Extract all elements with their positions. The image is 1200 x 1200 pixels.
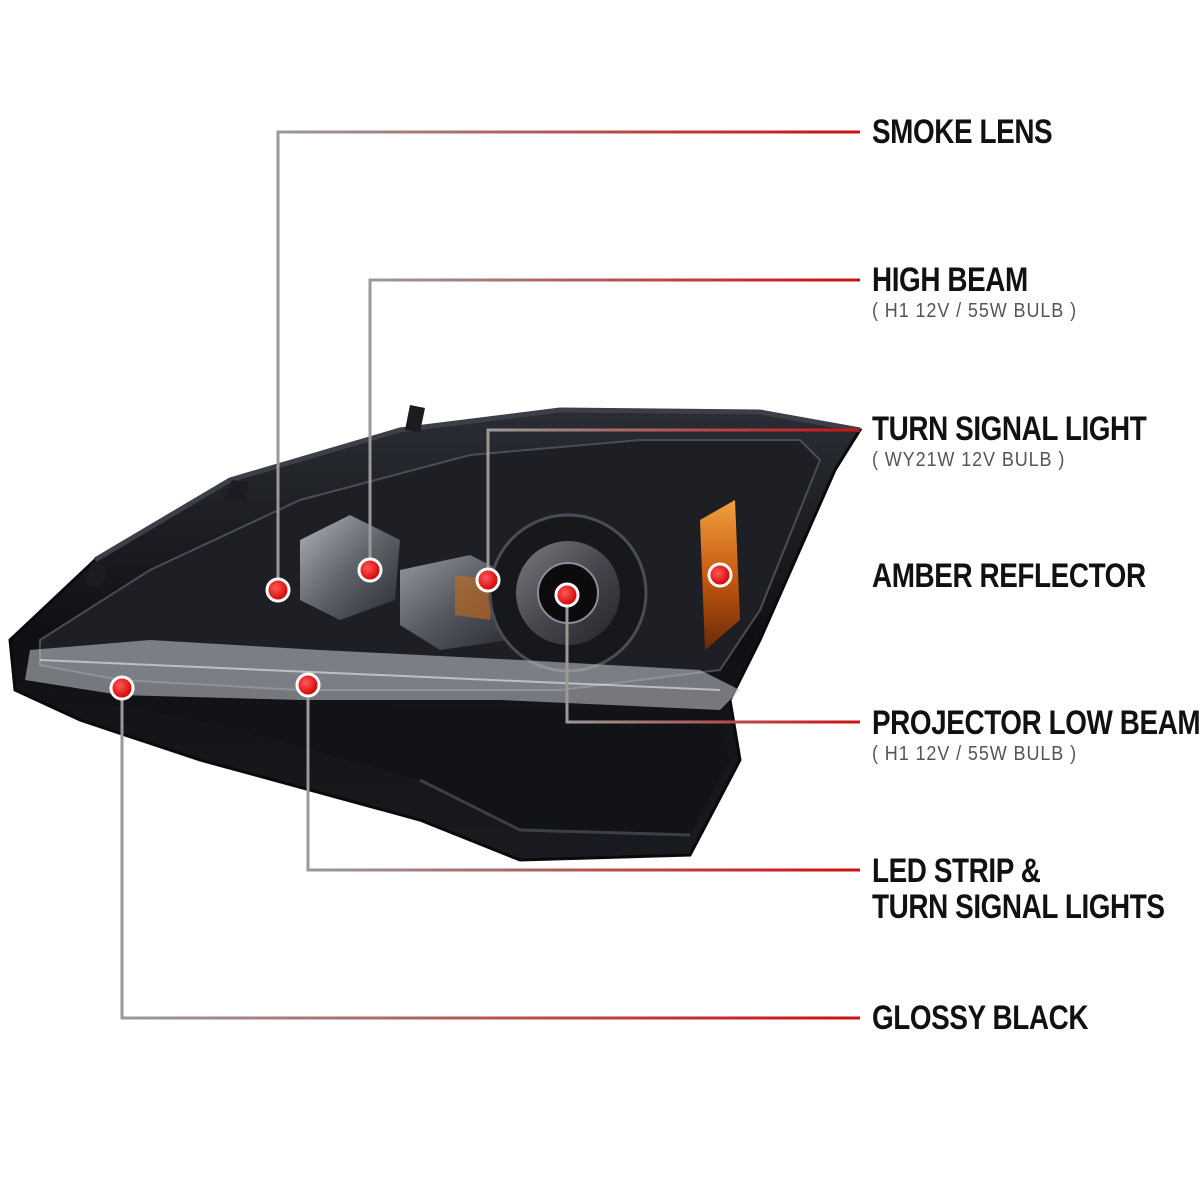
label-glossy-black: GLOSSY BLACK	[872, 1000, 1136, 1036]
label-led-strip-line1: LED STRIP &	[872, 852, 1041, 890]
dot-led-strip	[295, 672, 321, 698]
dot-projector-low-beam	[554, 582, 580, 608]
label-glossy-black-title: GLOSSY BLACK	[872, 999, 1089, 1037]
label-projector-low-beam-title: PROJECTOR LOW BEAM	[872, 704, 1200, 742]
label-led-strip: LED STRIP & TURN SIGNAL LIGHTS	[872, 853, 1200, 925]
callout-dots	[109, 557, 733, 701]
leader-line-high-beam	[368, 278, 860, 570]
label-high-beam: HIGH BEAM ( H1 12V / 55W BULB )	[872, 262, 1100, 324]
leader-line-projector-low-beam	[565, 595, 860, 724]
label-turn-signal-subtitle: ( WY21W 12V BULB )	[872, 449, 1066, 471]
dot-high-beam	[357, 557, 383, 583]
label-high-beam-title: HIGH BEAM	[872, 261, 1028, 299]
label-smoke-lens-title: SMOKE LENS	[872, 113, 1053, 151]
label-high-beam-subtitle: ( H1 12V / 55W BULB )	[872, 300, 1077, 322]
label-turn-signal-title: TURN SIGNAL LIGHT	[872, 410, 1147, 448]
headlight-housing	[8, 405, 863, 862]
leader-line-glossy-black	[120, 688, 860, 1020]
dot-turn-signal	[475, 567, 501, 593]
label-projector-low-beam-subtitle: ( H1 12V / 55W BULB )	[872, 743, 1077, 765]
leader-lines	[120, 130, 860, 1020]
label-amber-reflector: AMBER REFLECTOR	[872, 558, 1200, 594]
leader-line-led-strip	[306, 685, 860, 872]
dot-amber-reflector	[707, 562, 733, 588]
leader-line-smoke-lens	[276, 130, 860, 590]
label-amber-reflector-title: AMBER REFLECTOR	[872, 557, 1146, 595]
dot-glossy-black	[109, 675, 135, 701]
label-smoke-lens: SMOKE LENS	[872, 114, 1092, 150]
label-led-strip-line2: TURN SIGNAL LIGHTS	[872, 888, 1165, 926]
leader-line-turn-signal	[486, 428, 860, 580]
label-projector-low-beam: PROJECTOR LOW BEAM ( H1 12V / 55W BULB )	[872, 705, 1200, 767]
label-turn-signal-light: TURN SIGNAL LIGHT ( WY21W 12V BULB )	[872, 411, 1200, 473]
dot-smoke-lens	[265, 577, 291, 603]
